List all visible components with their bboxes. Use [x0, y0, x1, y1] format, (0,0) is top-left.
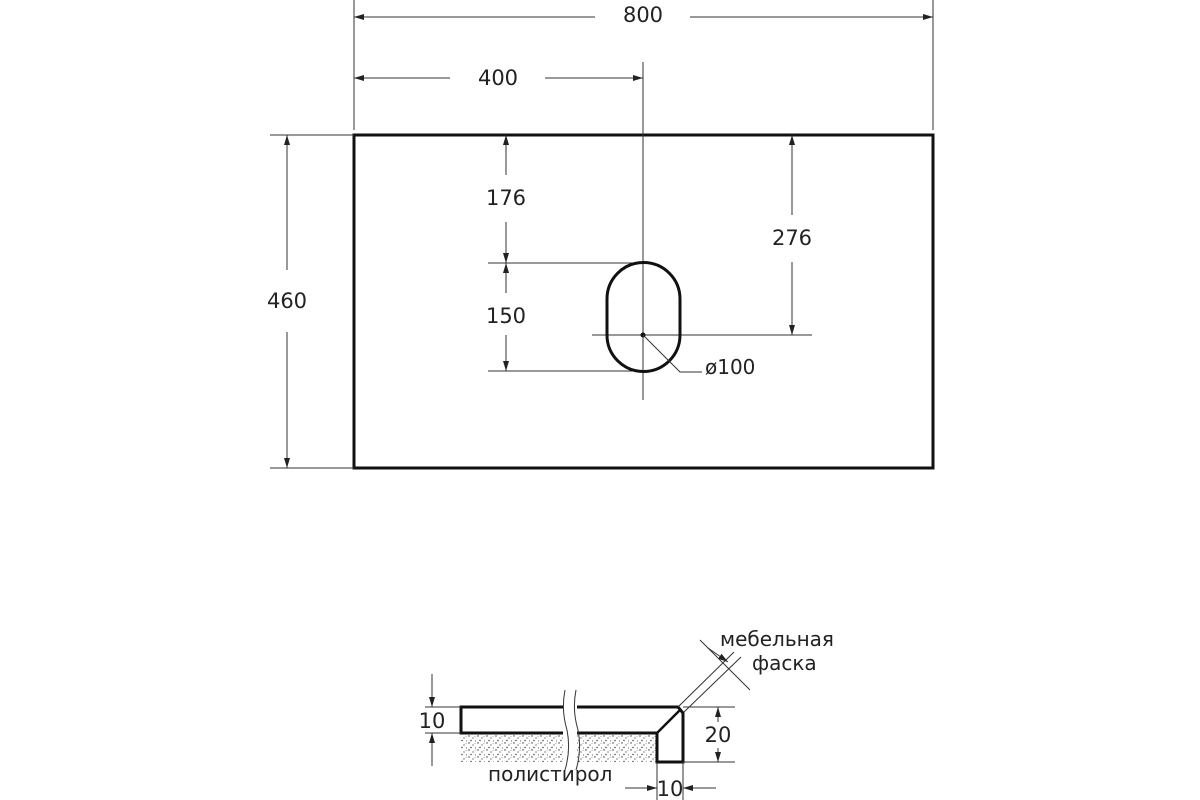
- dim-hole-length: 150: [486, 304, 526, 328]
- section-view: 10 20 10 мебельная фаска полистирол: [419, 627, 834, 800]
- chamfer-label-line2: фаска: [752, 651, 817, 675]
- dim-hole-diameter: ø100: [705, 355, 755, 379]
- drain-hole: [605, 261, 682, 373]
- polystyrene-label: полистирол: [488, 762, 612, 786]
- dim-edge-height: 20: [705, 723, 732, 747]
- dim-slab-thickness: 10: [419, 709, 446, 733]
- dim-depth: 460: [267, 289, 307, 313]
- chamfer-label-line1: мебельная: [720, 627, 834, 651]
- slab-section: [459, 705, 685, 764]
- dim-edge-width: 10: [657, 777, 684, 800]
- polystyrene-core: [461, 734, 657, 762]
- dim-width: 800: [623, 3, 663, 27]
- dim-hole-top: 176: [486, 186, 526, 210]
- dim-hole-center: 276: [772, 226, 812, 250]
- plan-view: 800 400 460 176 150 276 ø100: [267, 0, 935, 470]
- dim-center-offset: 400: [478, 66, 518, 90]
